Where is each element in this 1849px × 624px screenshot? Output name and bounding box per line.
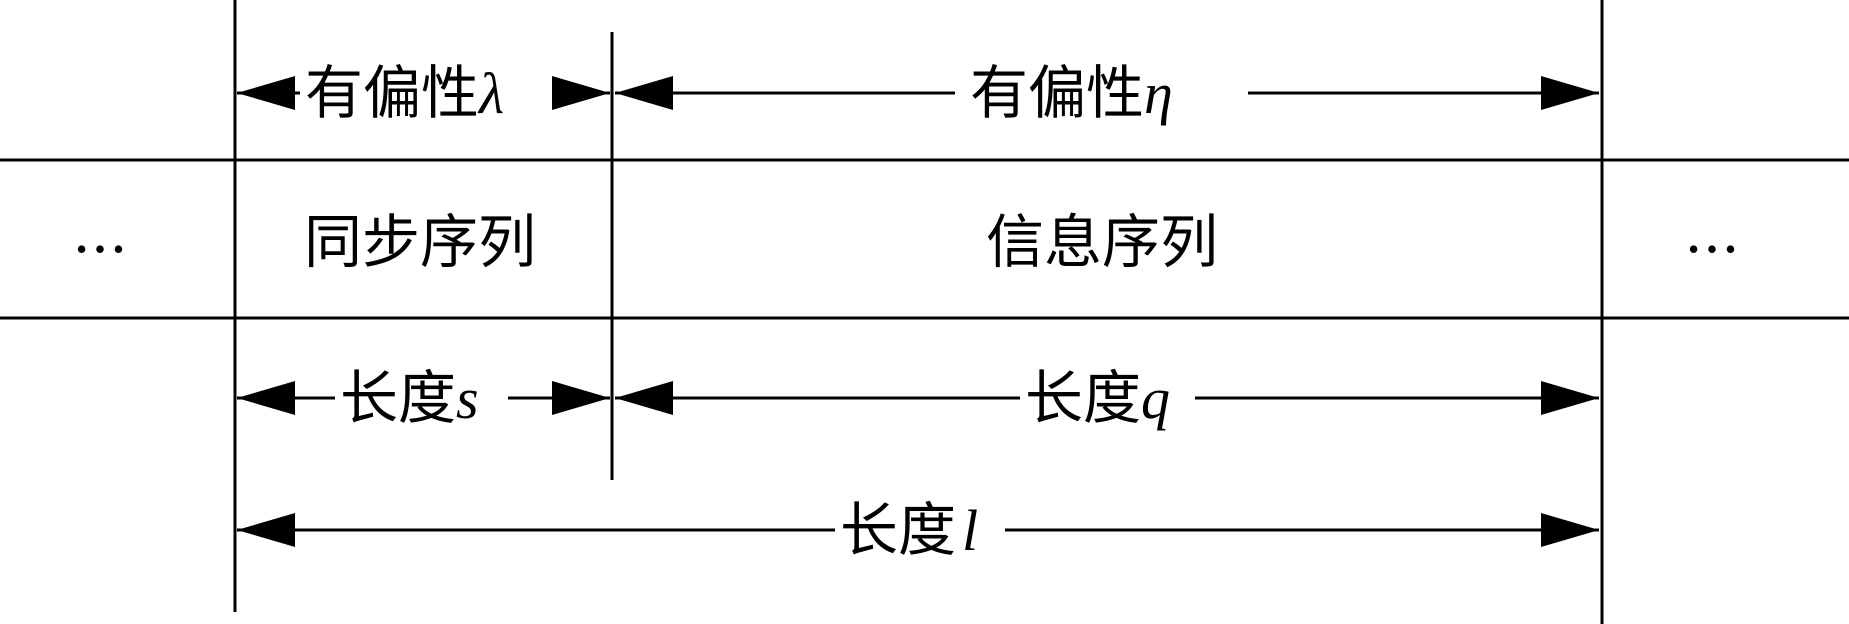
l-symbol: l <box>962 498 978 563</box>
lambda-symbol: λ <box>477 61 504 126</box>
s-symbol: s <box>456 366 479 431</box>
bias-lambda-label: 有偏性λ <box>305 59 504 127</box>
length-l-text: 长度 <box>840 496 956 564</box>
bias-lambda-text: 有偏性 <box>305 59 479 127</box>
sync-sequence-label: 同步序列 <box>304 208 536 276</box>
length-s-text: 长度 <box>340 364 456 432</box>
length-s-label: 长度s <box>340 364 479 432</box>
info-sequence-label: 信息序列 <box>986 208 1218 276</box>
length-q-text: 长度 <box>1025 364 1141 432</box>
length-q-label: 长度q <box>1025 364 1170 432</box>
ellipsis-left: ... <box>72 198 127 266</box>
eta-symbol: η <box>1144 61 1173 126</box>
bias-eta-label: 有偏性η <box>970 59 1173 127</box>
bias-eta-text: 有偏性 <box>970 59 1144 127</box>
q-symbol: q <box>1141 366 1170 431</box>
ellipsis-right: ... <box>1684 198 1739 266</box>
